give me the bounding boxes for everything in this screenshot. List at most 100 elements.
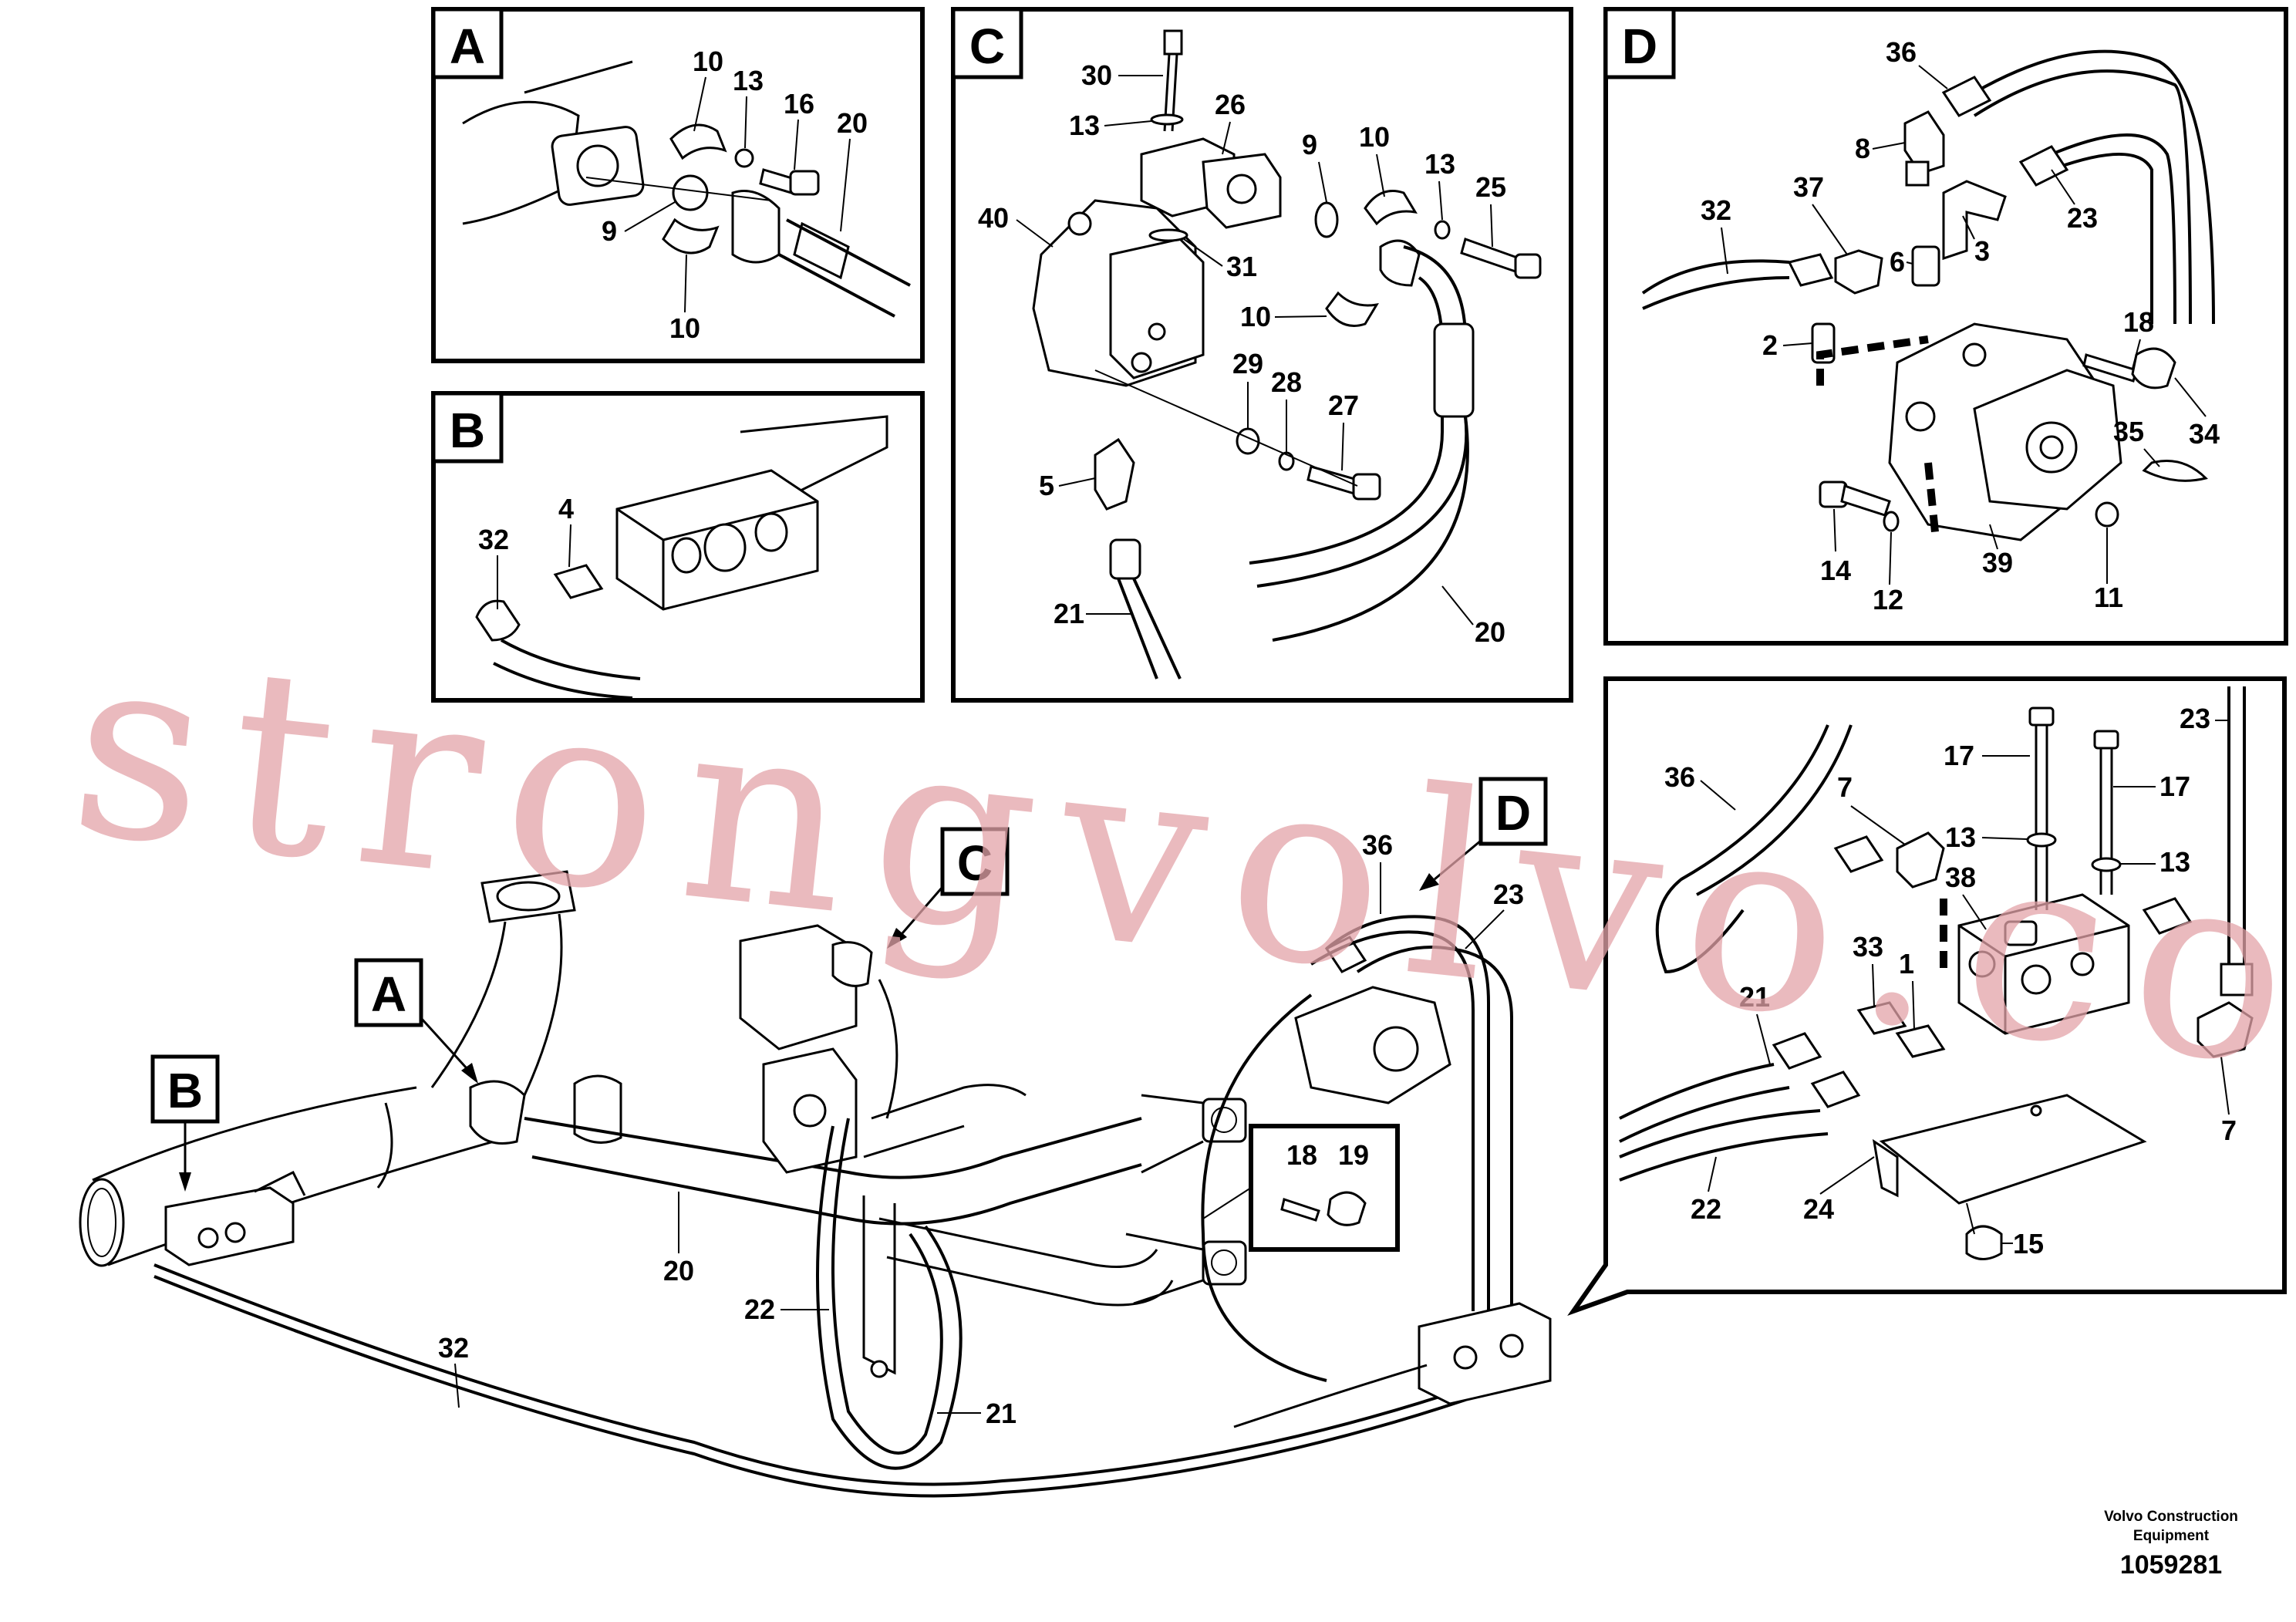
label-main-32: 32 [438,1332,469,1364]
hose-21 [1619,1063,1790,1143]
block-edges [616,500,818,609]
label-b-32: 32 [478,524,509,555]
label-c-20: 20 [1475,616,1505,648]
label-a-10: 10 [693,46,723,77]
bolt-17 [2035,725,2048,910]
detail-b-tag [431,391,504,464]
detail-c-tag [951,7,1023,79]
label-main-23: 23 [1493,878,1524,910]
clamp-10b [1325,291,1379,327]
manifold-hose [1233,1364,1428,1428]
label-c-10b: 10 [1240,301,1271,332]
label-d-3: 3 [1974,235,1990,267]
tube-seam [376,1102,393,1189]
manifold-port-2 [1499,1334,1524,1358]
footer: Volvo Construction Equipment 1059281 [2104,1509,2238,1580]
valve-port-2 [2021,964,2052,995]
callout-c-letter: C [957,835,993,891]
hose-end-21 [1109,538,1141,580]
elbow-8 [1903,110,1945,175]
label-c-13: 13 [1069,110,1100,141]
hose-23 [2051,133,2176,325]
label-v-22: 22 [1691,1193,1721,1225]
bolt-18-main [1280,1198,1320,1222]
label-d-23: 23 [2067,202,2098,234]
nut-36 [1941,76,1992,117]
pump-d [1294,986,1451,1104]
bracket-port [197,1227,219,1249]
bolt-18 [2082,353,2138,383]
pump-cover [1109,238,1205,379]
label-c-27: 27 [1328,389,1359,421]
bracket-port-2 [224,1222,246,1243]
detail-b-letter: B [450,403,485,458]
flange-joint-a [469,1080,526,1145]
callout-c-arrow [887,928,907,949]
bolt-27 [1306,465,1359,495]
bolt-25 [1460,238,1521,273]
flange-port [576,144,619,187]
hose-20 [778,218,911,318]
detail-d: D 36 8 32 [1603,7,2288,646]
label-c-5: 5 [1039,470,1054,501]
adapter-1 [1895,1024,1946,1058]
hidden-line [1816,336,1929,386]
label-d-12: 12 [1873,584,1903,615]
pump-shaft-inner [2039,435,2064,460]
label-d-35: 35 [2113,416,2144,447]
pipe-lower [878,1217,1174,1307]
callout-a-arrow [461,1063,478,1084]
label-c-10: 10 [1359,121,1390,153]
top-flange-port [496,881,561,912]
nut-22 [1810,1071,1861,1108]
valve-38 [1957,893,2130,1035]
label-a-10b: 10 [669,312,700,344]
detail-valve: 23 36 7 17 17 13 13 38 33 1 21 7 22 24 1… [1567,676,2287,1316]
footer-company-2: Equipment [2133,1528,2210,1544]
nut-11 [2095,501,2119,528]
label-c-31: 31 [1226,251,1257,282]
callout-a[interactable] [354,958,423,1027]
label-d-11: 11 [2094,582,2123,613]
hose-20-end [1272,416,1469,642]
detail-a: A 10 13 16 20 9 10 [431,7,925,363]
bolt-head-16 [789,170,820,196]
main-assembly: 36 23 20 22 21 32 18 19 [79,829,1552,1498]
label-c-9: 9 [1302,129,1317,160]
detail-c: C 30 [951,7,1573,703]
label-c-26: 26 [1215,89,1246,120]
block-port-3 [754,512,788,552]
label-v-38: 38 [1945,862,1976,893]
callout-a-letter: A [371,966,406,1022]
tube-opening [79,1178,125,1267]
o-ring-9 [672,174,709,211]
label-v-21: 21 [1739,981,1770,1013]
plate-hole [2030,1104,2042,1117]
label-v-7b: 7 [2221,1114,2237,1146]
manifold-port [1453,1345,1478,1370]
hose-sleeve [793,221,850,280]
pump-c-fitting [831,941,873,987]
adapter-6 [1911,245,1940,287]
callout-d[interactable] [1478,777,1548,846]
callout-c-leader [901,886,944,934]
label-main-19: 19 [1338,1139,1369,1171]
doc-number: 1059281 [2120,1550,2222,1580]
callout-c[interactable] [940,827,1010,896]
callout-d-leader [1434,839,1482,881]
mid-valve-port [793,1094,827,1128]
label-main-36: 36 [1362,829,1393,861]
bolt-head-17 [2028,706,2055,727]
label-b-4: 4 [558,493,574,524]
label-c-25: 25 [1475,171,1506,203]
clamp-10 [1364,190,1418,226]
label-d-34: 34 [2189,418,2220,450]
hose-32 [1641,259,1790,310]
label-main-22: 22 [744,1293,775,1325]
label-main-20: 20 [663,1255,694,1286]
assembly-axis [1094,369,1358,487]
tube-edge [524,60,633,94]
hose-main-loop [1201,993,1327,1382]
valve-plug [2004,920,2038,946]
label-v-7: 7 [1837,771,1853,803]
